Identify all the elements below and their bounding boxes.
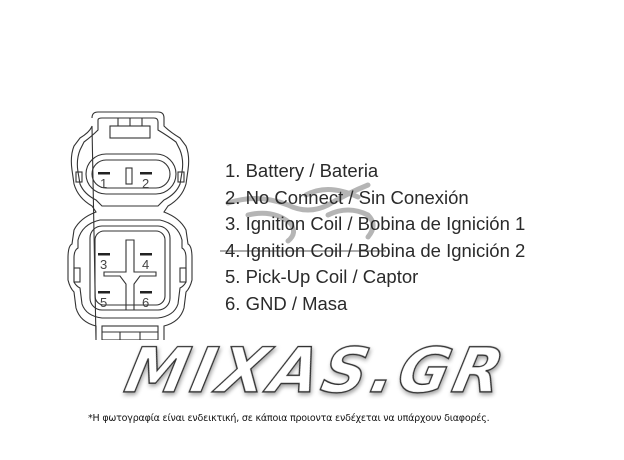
pin-label-5: 5 [100, 295, 107, 310]
legend-item-no-connect: 2. No Connect / Sin Conexión [225, 186, 469, 208]
pin-label-6: 6 [142, 295, 149, 310]
pin-3-marker [98, 253, 110, 256]
brand-logo: MIXAS.GR [118, 340, 514, 400]
connector-diagram: 1 2 3 4 5 6 [67, 111, 193, 340]
pin-legend: 1. Battery / Bateria 2. No Connect / Sin… [225, 158, 525, 317]
pin-6-marker [140, 291, 152, 294]
motorcycle-logo-icon [220, 182, 386, 252]
legend-item-ignition-coil-2: 4. Ignition Coil / Bobina de Ignición 2 [225, 239, 526, 261]
pin-1-marker [98, 172, 110, 175]
pin-2-marker [140, 172, 152, 175]
upper-housing-outline [67, 111, 193, 340]
legend-item-ground: 6. GND / Masa [225, 292, 348, 314]
pin-5-marker [98, 291, 110, 294]
disclaimer-text: *Η φωτογραφία είναι ενδεικτική, σε κάποι… [88, 413, 490, 424]
pin-label-3: 3 [100, 257, 107, 272]
legend-item-pickup-coil: 5. Pick-Up Coil / Captor [225, 266, 419, 287]
pin-label-2: 2 [142, 176, 149, 191]
legend-item-battery: 1. Battery / Bateria [225, 160, 379, 181]
pin-4-marker [140, 253, 152, 256]
pin-label-4: 4 [142, 257, 149, 272]
legend-item-ignition-coil-1: 3. Ignition Coil / Bobina de Ignición 1 [225, 213, 526, 234]
brand-logo-text: MIXAS.GR [119, 340, 514, 400]
pin-label-1: 1 [100, 176, 107, 191]
